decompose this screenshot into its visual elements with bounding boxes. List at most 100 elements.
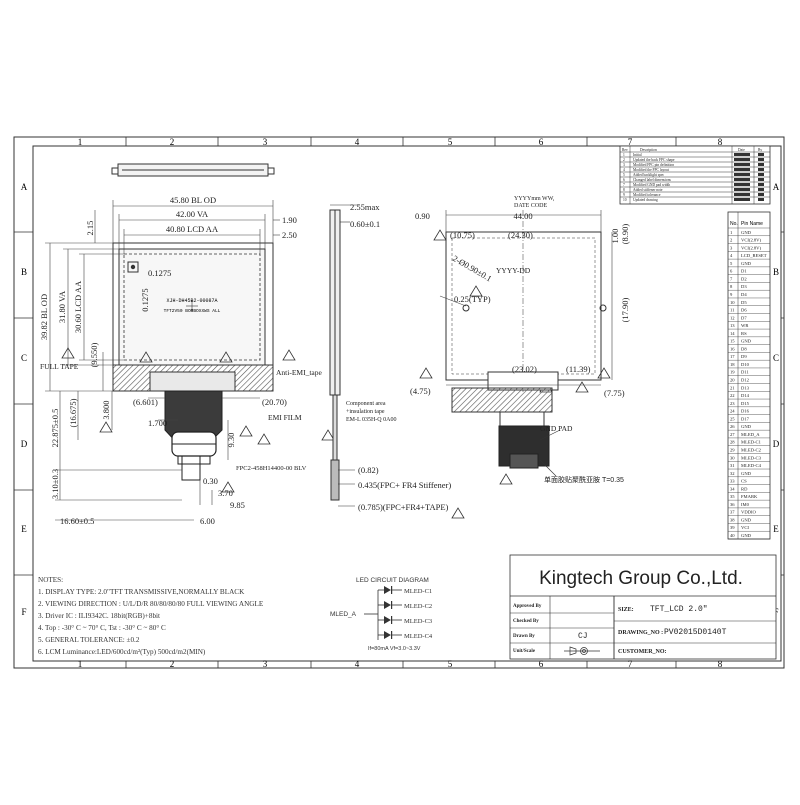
col-label: 8 [718, 659, 723, 669]
dim-w-16600: 16.60±0.5 [60, 516, 94, 526]
pin-number: 10 [730, 300, 735, 305]
row-label: F [21, 607, 26, 617]
pin-name: RS [741, 331, 747, 336]
notes-title: NOTES: [38, 576, 63, 584]
sheet-outer-border [13, 136, 785, 669]
row-label: B [773, 267, 779, 277]
pin-name: MLED-C2 [741, 447, 762, 452]
dim-v-22875: 22.875±0.5 [50, 409, 60, 448]
dim-back-1790: (17.90) [620, 297, 630, 322]
side-view-dimensions: 2.55max 0.60±0.1 Component area +insulat… [346, 202, 451, 512]
svg-text:Description: Description [640, 148, 657, 152]
dim-back-4400: 44.00 [513, 211, 532, 221]
label-emi-film: EMI FILM [268, 413, 302, 422]
led-cathode: MLED-C1 [404, 588, 432, 595]
pin-name: D4 [741, 292, 747, 297]
back-outline [445, 231, 602, 381]
svg-text:3: 3 [623, 163, 625, 167]
label-gnd-pad: GND PAD [540, 424, 573, 433]
pin-name: D15 [741, 401, 750, 406]
col-label: 4 [355, 659, 360, 669]
dim-w-2070: (20.70) [262, 397, 287, 407]
pin-number: 9 [730, 292, 733, 297]
row-label: D [21, 439, 28, 449]
pin-name: WR [741, 323, 749, 328]
back-view-dimension-lines [439, 210, 613, 386]
note-line: 3. Driver IC : ILI9342C. 18bit(RGB)+8bit [38, 612, 160, 620]
svg-text:6: 6 [623, 178, 625, 182]
pin-name: GND [741, 230, 752, 235]
svg-text:8: 8 [623, 188, 625, 192]
col-label: 7 [628, 659, 633, 669]
pin-name: D14 [741, 393, 750, 398]
dim-w-985: 9.85 [230, 500, 245, 510]
dim-back-100: 1.00 [610, 229, 620, 244]
row-label: C [773, 353, 779, 363]
grid-column-ticks [125, 137, 677, 668]
pin-name: D11 [741, 370, 749, 375]
col-label: 3 [263, 659, 268, 669]
pin-number: 39 [730, 525, 735, 530]
pin-number: 38 [730, 517, 735, 522]
pin-name: GND [741, 424, 752, 429]
customer-no-label: CUSTOMER_NO: [618, 649, 667, 655]
dim-top-215: 2.15 [85, 221, 95, 236]
dim-pitch-h: 0.1275 [148, 268, 171, 278]
row-label: B [21, 267, 27, 277]
pin-number: 34 [730, 486, 735, 491]
dim-w-6601: (6.601) [133, 397, 158, 407]
pin-name: D12 [741, 378, 750, 383]
pin-name: D17 [741, 416, 750, 421]
dim-v-3800: 3.800 [101, 400, 111, 419]
pin-number: 29 [730, 447, 735, 452]
pin-name: GND [741, 261, 752, 266]
label-anti-emi: Anti-EMI_tape [276, 368, 322, 377]
dim-thickness-060: 0.60±0.1 [350, 219, 380, 229]
row-label: E [21, 524, 27, 534]
dim-back-475: (4.75) [410, 386, 431, 396]
pin-name: GND [741, 339, 752, 344]
pin-number: 25 [730, 416, 735, 421]
pin-name: MLED-C1 [741, 440, 762, 445]
dim-right-190: 1.90 [282, 215, 297, 225]
pin-number: 35 [730, 494, 735, 499]
svg-text:Modified FPC pin definition: Modified FPC pin definition [633, 163, 674, 167]
active-area [123, 253, 261, 361]
drawing-no-label: DRAWING_NO : [618, 630, 663, 636]
dim-back-090: 0.90 [415, 211, 430, 221]
side-view [329, 204, 360, 507]
pin-name: VDDIO [741, 510, 756, 515]
pin-number: 11 [730, 308, 735, 313]
label-full-tape: FULL TAPE [40, 362, 79, 371]
dim-0435: 0.435(FPC+ FR4 Stiffener) [358, 480, 451, 490]
svg-text:Initial: Initial [633, 153, 642, 157]
pin-number: 1 [730, 230, 733, 235]
front-view-dimensions: 45.80 BL OD 42.00 VA 40.80 LCD AA 1.90 2… [39, 195, 322, 526]
projection-symbol-icon [564, 646, 600, 656]
dim-w-1700: 1.700 [148, 418, 167, 428]
company-name: Kingtech Group Co.,Ltd. [539, 568, 743, 589]
dim-pitch-v: 0.1275 [140, 288, 150, 311]
svg-text:2: 2 [623, 158, 625, 162]
dim-back-890: (8.90) [620, 224, 630, 245]
dim-w-030: 0.30 [203, 476, 218, 486]
pin-number: 21 [730, 385, 735, 390]
dim-aa-width: 40.80 LCD AA [166, 224, 219, 234]
pin-number: 18 [730, 362, 735, 367]
pin-name: FMARK [741, 494, 758, 499]
pin-number: 31 [730, 463, 735, 468]
pin-name: GND [741, 471, 752, 476]
grid-column-labels: 1 2 3 4 5 6 7 8 1 2 3 4 5 6 7 8 [78, 137, 723, 669]
led-cathode: MLED-C2 [404, 603, 432, 610]
led-cathode: MLED-C4 [404, 633, 433, 640]
pin-number: 4 [730, 253, 733, 258]
col-label: 1 [78, 137, 83, 147]
pin-number: 37 [730, 510, 735, 515]
pin-name: LCD_RESET [741, 253, 767, 258]
panel-code-2: TFT2V50 BOMBOXXWS ALL [164, 308, 221, 314]
svg-text:5: 5 [623, 173, 625, 177]
svg-text:Modified the FPC layout: Modified the FPC layout [633, 168, 669, 172]
pin-name: IM0 [741, 502, 750, 507]
dim-back-holes: 2-Ø0.90±0.1 [451, 253, 494, 283]
